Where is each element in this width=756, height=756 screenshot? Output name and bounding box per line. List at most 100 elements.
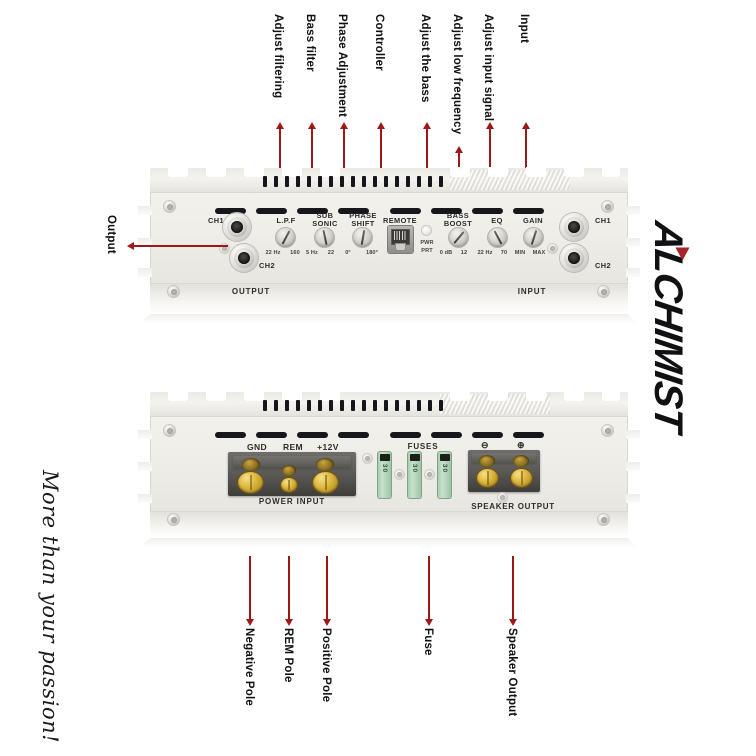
front-label-ch1-right: CH1 [595,216,611,225]
remote-jack-contacts [391,229,410,245]
front-label-ch2-left: CH2 [259,261,275,270]
callout-arrow-negative-pole [249,556,251,620]
top-tooth [526,167,546,177]
callout-arrow-controller [380,128,382,168]
amplifier-front-unit: CH1 CH2 L.P.F 22 Hz 160 SUB SONIC 5 Hz 2… [138,167,640,326]
rca-jack-output-ch1[interactable] [223,213,251,241]
fuse-cap [409,453,420,461]
callout-arrow-adjust-the-bass [426,128,428,168]
rca-jack-input-ch1[interactable] [560,213,588,241]
pos-screw-hole [316,458,334,471]
speaker-neg-hole [479,455,495,467]
knob-subsonic[interactable] [315,228,334,247]
callout-label-bass-filter: Bass filter [304,14,316,72]
rear-label-power-input: POWER INPUT [258,497,326,506]
front-label-remote: REMOTE [382,216,418,225]
mount-foot-right [626,268,640,277]
panel-screw [498,493,507,502]
callout-label-speaker-output: Speaker Output [506,628,518,717]
brand-tagline: More than your passion! [38,470,62,744]
remote-jack-tab [396,244,405,250]
panel-screw [363,454,372,463]
gnd-terminal[interactable] [238,472,263,493]
rem-terminal[interactable] [281,478,297,492]
callout-arrow-rem-pole [288,556,290,620]
knob-eq[interactable] [488,228,507,247]
mount-foot-left [138,268,152,277]
front-base-shadow [140,314,638,324]
fuse-cap [379,453,390,461]
callout-label-adjust-low-frequency: Adjust low frequency [451,14,463,135]
callout-arrow-positive-pole [326,556,328,620]
skirt-screw [168,286,179,297]
rca-jack-input-ch2[interactable] [560,244,588,272]
rca-jack-output-ch2[interactable] [230,244,258,272]
top-tooth [244,167,264,177]
speaker-block-step [472,453,536,463]
knob-phase-shift[interactable] [353,228,372,247]
speaker-neg-terminal[interactable] [477,469,498,487]
callout-arrow-input [525,128,527,168]
front-label-output: OUTPUT [231,287,271,296]
scale-lpf-min: 22 Hz [265,250,281,256]
panel-screw [548,244,557,253]
corner-screw [164,425,175,436]
scale-phase-max: 180° [366,250,378,256]
speaker-output-terminal-block[interactable] [468,450,540,492]
callout-label-input: Input [518,14,530,44]
callout-arrow-adjust-input-signal [489,128,491,168]
power-input-terminal-block[interactable] [228,452,356,496]
corner-screw [602,425,613,436]
scale-lpf-max: 160 [290,250,300,256]
callout-arrow-phase-adjustment [343,128,345,168]
speaker-pos-terminal[interactable] [511,469,532,487]
fuse-1[interactable]: 30 [378,452,391,498]
top-tooth [450,167,470,177]
panel-screw [395,470,404,479]
amplifier-rear-unit: GND REM +12V POWER INPUT FUSES 30 [138,391,640,552]
front-lower-skirt [150,284,628,314]
scale-subsonic-max: 22 [327,250,335,256]
front-label-ch2-right: CH2 [595,261,611,270]
knob-lpf[interactable] [276,228,295,247]
top-tooth [564,391,584,401]
brand-logo-triangle [675,247,690,261]
top-tooth [206,167,226,177]
led-label-prt: PRT [421,248,433,254]
top-tooth [282,167,302,177]
callout-label-adjust-input-signal: Adjust input signal [482,14,494,122]
scale-bass-boost-min: 0 dB [439,250,453,256]
scale-subsonic-min: 5 Hz [306,250,318,256]
fuse-3[interactable]: 30 [438,452,451,498]
corner-screw [164,201,175,212]
rear-base-shadow [140,538,638,548]
top-tooth [168,167,188,177]
scale-eq-max: 70 [500,250,508,256]
corner-screw [602,201,613,212]
skirt-screw [598,514,609,525]
top-tooth [282,391,302,401]
top-tooth [206,391,226,401]
pos-terminal[interactable] [313,472,338,493]
front-label-input: INPUT [517,287,547,296]
callout-label-adjust-the-bass: Adjust the bass [419,14,431,103]
callout-label-phase-adjustment: Phase Adjustment [336,14,348,118]
mount-foot-right [626,206,640,215]
mount-foot-right [626,494,640,503]
mount-foot-right [626,430,640,439]
top-tooth [168,391,188,401]
callout-label-positive-pole: Positive Pole [320,628,332,703]
mount-foot-right [626,462,640,471]
rear-label-fuses: FUSES [407,442,439,451]
scale-eq-min: 22 Hz [477,250,493,256]
rear-label-rem: REM [282,442,304,452]
remote-jack[interactable] [388,226,413,253]
control-label-lpf: L.P.F [276,216,296,225]
knob-gain[interactable] [524,228,543,247]
fuse-2[interactable]: 30 [408,452,421,498]
fuse-rating-1: 30 [381,463,388,474]
led-label-pwr: PWR [420,240,434,246]
mount-foot-left [138,430,152,439]
knob-bass-boost[interactable] [449,228,468,247]
